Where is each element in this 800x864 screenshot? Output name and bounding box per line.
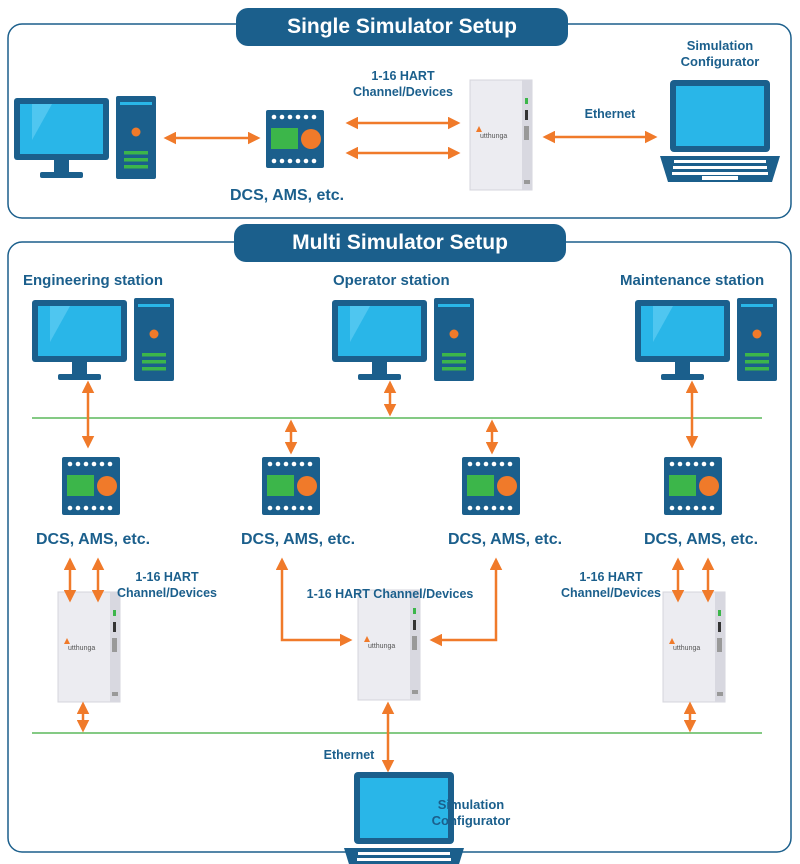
engineering-computer-icon [32,298,174,381]
configurator-label-line2: Configurator [431,813,511,828]
simulator-box-icon [57,591,121,703]
configurator-label-line1: Simulation [686,38,754,53]
multi-setup-title: Multi Simulator Setup [234,224,566,262]
dcs-controller-icon [462,457,520,515]
configurator-label-line1: Simulation [437,797,505,812]
configurator-label: Simulation Configurator [418,797,524,829]
dcs-label: DCS, AMS, etc. [644,531,759,548]
laptop-icon [660,80,780,182]
hart-label-right: 1-16 HART Channel/Devices [556,569,666,601]
dcs-label: DCS, AMS, etc. [241,531,356,548]
hart-label-left: 1-16 HART Channel/Devices [112,569,222,601]
ethernet-label: Ethernet [323,748,375,762]
hart-label-left-line1: 1-16 HART [135,570,199,584]
hart-label-left-line2: Channel/Devices [116,586,218,600]
desktop-computer-icon [14,96,156,179]
configurator-label-line2: Configurator [680,54,760,69]
dcs-controller-icon [62,457,120,515]
maintenance-computer-icon [635,298,777,381]
single-setup-title: Single Simulator Setup [236,8,568,46]
dcs-controller-icon [664,457,722,515]
dcs-label: DCS, AMS, etc. [448,531,563,548]
ethernet-label: Ethernet [584,107,636,121]
operator-station-label: Operator station [333,272,450,289]
configurator-label: Simulation Configurator [660,38,780,70]
hart-label-line1: 1-16 HART [371,69,435,83]
dcs-label: DCS, AMS, etc. [36,531,151,548]
hart-label-center: 1-16 HART Channel/Devices [306,587,474,601]
simulator-box-icon [357,589,421,701]
simulator-box-icon [469,79,533,191]
operator-computer-icon [332,298,474,381]
hart-label-right-line1: 1-16 HART [579,570,643,584]
engineering-station-label: Engineering station [23,272,164,289]
hart-label-line2: Channel/Devices [352,85,454,99]
dcs-controller-icon [266,110,324,168]
hart-label-right-line2: Channel/Devices [560,586,662,600]
hart-label: 1-16 HART Channel/Devices [343,68,463,100]
maintenance-station-label: Maintenance station [620,272,765,289]
dcs-label: DCS, AMS, etc. [230,187,345,204]
simulator-box-icon [662,591,726,703]
dcs-controller-icon [262,457,320,515]
